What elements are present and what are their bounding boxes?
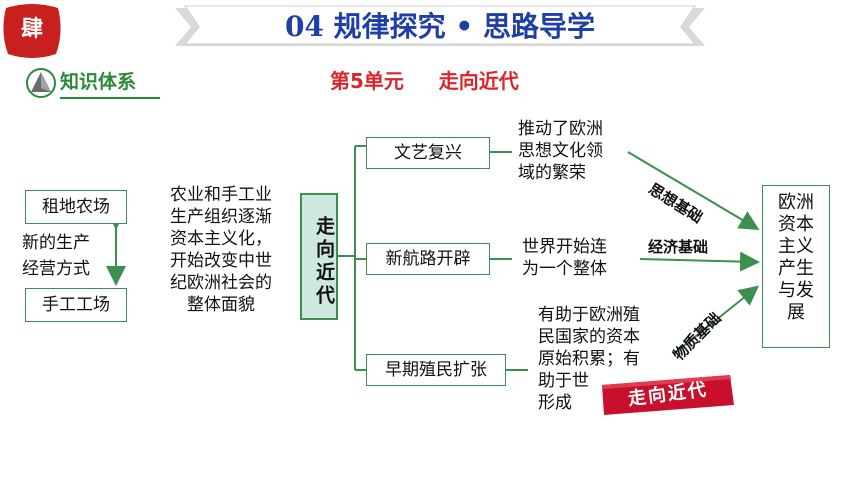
- center-node: 走向近代: [300, 193, 338, 320]
- relation-line-1: 新的生产: [22, 233, 90, 253]
- branch-text-line: 助于世: [538, 371, 589, 391]
- summary-line: 生产组织逐渐: [170, 207, 272, 227]
- summary-line: 农业和手工业: [170, 185, 272, 205]
- branch-text-line: 形成: [538, 393, 572, 413]
- branch-text-line: 思想文化领: [518, 141, 603, 161]
- unit-title: 第5单元 走向近代: [330, 69, 519, 93]
- edge-label-economic: 经济基础: [648, 238, 709, 256]
- branch-text-renaissance: 推动了欧洲 思想文化领 域的繁荣: [518, 118, 634, 184]
- page-title: 04 规律探究 • 思路导学: [284, 10, 596, 43]
- result-line: 资本: [778, 214, 814, 235]
- branch-text-new-routes: 世界开始连 为一个整体: [522, 236, 638, 280]
- branch-text-line: 世界开始连: [522, 237, 607, 257]
- branch-box-new-routes: 新航路开辟: [366, 243, 490, 275]
- branch-text-line: 原始积累；有: [538, 349, 640, 369]
- branch-box-colonial-expansion: 早期殖民扩张: [366, 354, 506, 386]
- branch-text-colonial: 有助于欧洲殖 民国家的资本 原始积累；有 助于世 形成: [538, 304, 664, 414]
- section-label: 知识体系: [60, 71, 137, 93]
- branch-text-line: 域的繁荣: [518, 163, 586, 183]
- result-line: 产生: [778, 258, 814, 279]
- seal-badge: [3, 4, 61, 58]
- branch-box-renaissance: 文艺复兴: [366, 137, 490, 169]
- branch-text-line: 有助于欧洲殖: [538, 305, 640, 325]
- branch-text-line: 为一个整体: [522, 259, 607, 279]
- result-line: 主义: [778, 236, 814, 257]
- result-line: 展: [787, 302, 805, 323]
- summary-line: 整体面貌: [187, 295, 255, 315]
- branch-text-line: 推动了欧洲: [518, 119, 603, 139]
- result-line: 与发: [778, 280, 814, 301]
- branch-text-line: 民国家的资本: [538, 327, 640, 347]
- box-rental-farm: 租地农场: [25, 190, 127, 224]
- title-ribbon: [175, 5, 705, 46]
- result-line: 欧洲: [778, 192, 814, 213]
- summary-line: 开始改变中世: [170, 251, 272, 271]
- box-workshop: 手工工场: [25, 288, 127, 322]
- result-node: 欧洲 资本 主义 产生 与发 展: [762, 185, 830, 348]
- seal-badge-text: 肆: [20, 16, 43, 42]
- pyramid-icon: [26, 68, 56, 98]
- red-stamp: [602, 375, 734, 415]
- relation-line-2: 经营方式: [22, 259, 90, 279]
- summary-text: 农业和手工业 生产组织逐渐 资本主义化， 开始改变中世 纪欧洲社会的 整体面貌: [150, 184, 292, 316]
- section-underline: [60, 97, 160, 99]
- summary-line: 资本主义化，: [170, 229, 272, 249]
- summary-line: 纪欧洲社会的: [170, 273, 272, 293]
